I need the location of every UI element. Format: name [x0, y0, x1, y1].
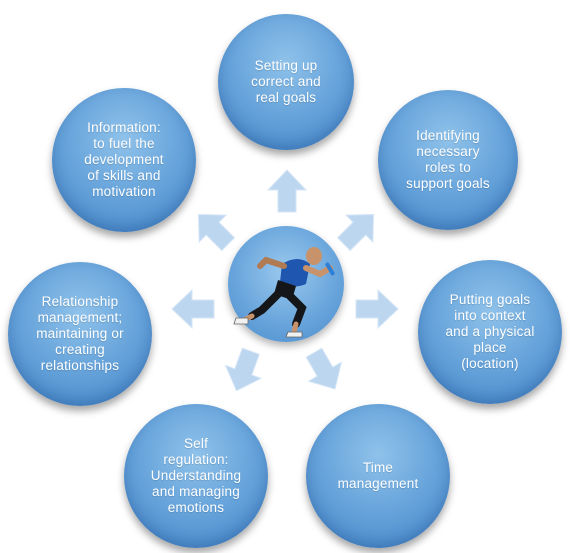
node-context-label: Putting goals into context and a physica…: [445, 292, 535, 371]
node-goals: Setting up correct and real goals: [218, 14, 354, 150]
arrow-up-icon: [266, 168, 308, 214]
node-context: Putting goals into context and a physica…: [418, 260, 562, 404]
node-self-regulation-label: Self regulation: Understanding and manag…: [150, 436, 242, 515]
center-circle: [228, 226, 344, 342]
arrow-left-icon: [170, 288, 218, 330]
sprinter-icon: [233, 247, 335, 338]
node-goals-label: Setting up correct and real goals: [251, 58, 321, 105]
node-relationship: Relationship management; maintaining or …: [8, 262, 152, 406]
arrow-up-right-icon: [334, 206, 382, 254]
node-information: Information: to fuel the development of …: [52, 88, 196, 232]
arrow-right-icon: [352, 288, 400, 330]
node-roles-label: Identifying necessary roles to support g…: [406, 128, 490, 191]
node-self-regulation: Self regulation: Understanding and manag…: [124, 404, 268, 548]
node-roles: Identifying necessary roles to support g…: [378, 90, 518, 230]
node-information-label: Information: to fuel the development of …: [84, 120, 164, 199]
arrow-up-left-icon: [190, 206, 238, 254]
arrow-down-left-icon: [220, 346, 268, 394]
node-time-label: Time management: [337, 460, 419, 491]
node-time: Time management: [306, 404, 450, 548]
node-relationship-label: Relationship management; maintaining or …: [36, 294, 124, 373]
arrow-down-right-icon: [300, 346, 348, 394]
